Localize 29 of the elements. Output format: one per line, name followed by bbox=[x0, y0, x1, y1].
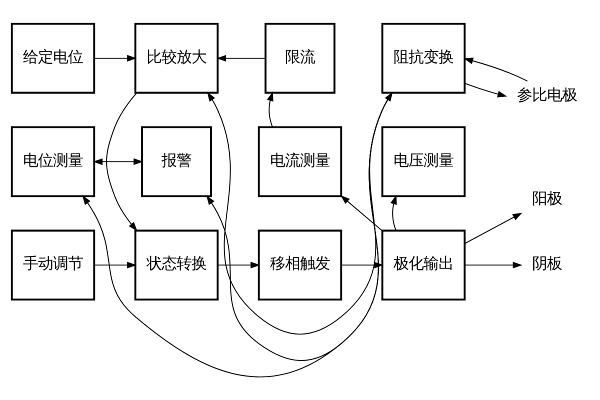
node-text: 阳极 bbox=[532, 189, 562, 208]
node-box: 电流测量 bbox=[258, 126, 342, 197]
arrow bbox=[340, 261, 384, 268]
node-box: 极化输出 bbox=[381, 229, 466, 300]
arrow bbox=[390, 194, 397, 230]
node-box: 给定电位 bbox=[10, 22, 96, 94]
arrow bbox=[464, 212, 522, 244]
arrow bbox=[217, 261, 260, 268]
node-box: 阻抗变换 bbox=[381, 22, 466, 94]
arrow bbox=[464, 82, 508, 97]
arrow bbox=[340, 194, 383, 231]
arrow bbox=[94, 261, 137, 268]
node-text: 阴板 bbox=[532, 254, 562, 272]
node-box: 移相触发 bbox=[258, 229, 342, 300]
arrow bbox=[106, 92, 138, 231]
node-box: 报警 bbox=[141, 126, 212, 197]
node-text: 参比电极 bbox=[516, 86, 577, 104]
node-box: 手动调节 bbox=[10, 229, 96, 300]
arrow bbox=[216, 54, 266, 62]
arrow bbox=[464, 261, 522, 268]
arrow bbox=[94, 54, 137, 62]
node-box: 电位测量 bbox=[10, 126, 96, 197]
node-box: 限流 bbox=[264, 22, 336, 94]
arrow bbox=[464, 57, 528, 82]
node-box: 状态转换 bbox=[134, 229, 219, 300]
node-box: 电压测量 bbox=[381, 126, 466, 197]
arrow bbox=[266, 91, 274, 127]
arrow bbox=[93, 158, 144, 165]
node-box: 比较放大 bbox=[134, 22, 219, 94]
